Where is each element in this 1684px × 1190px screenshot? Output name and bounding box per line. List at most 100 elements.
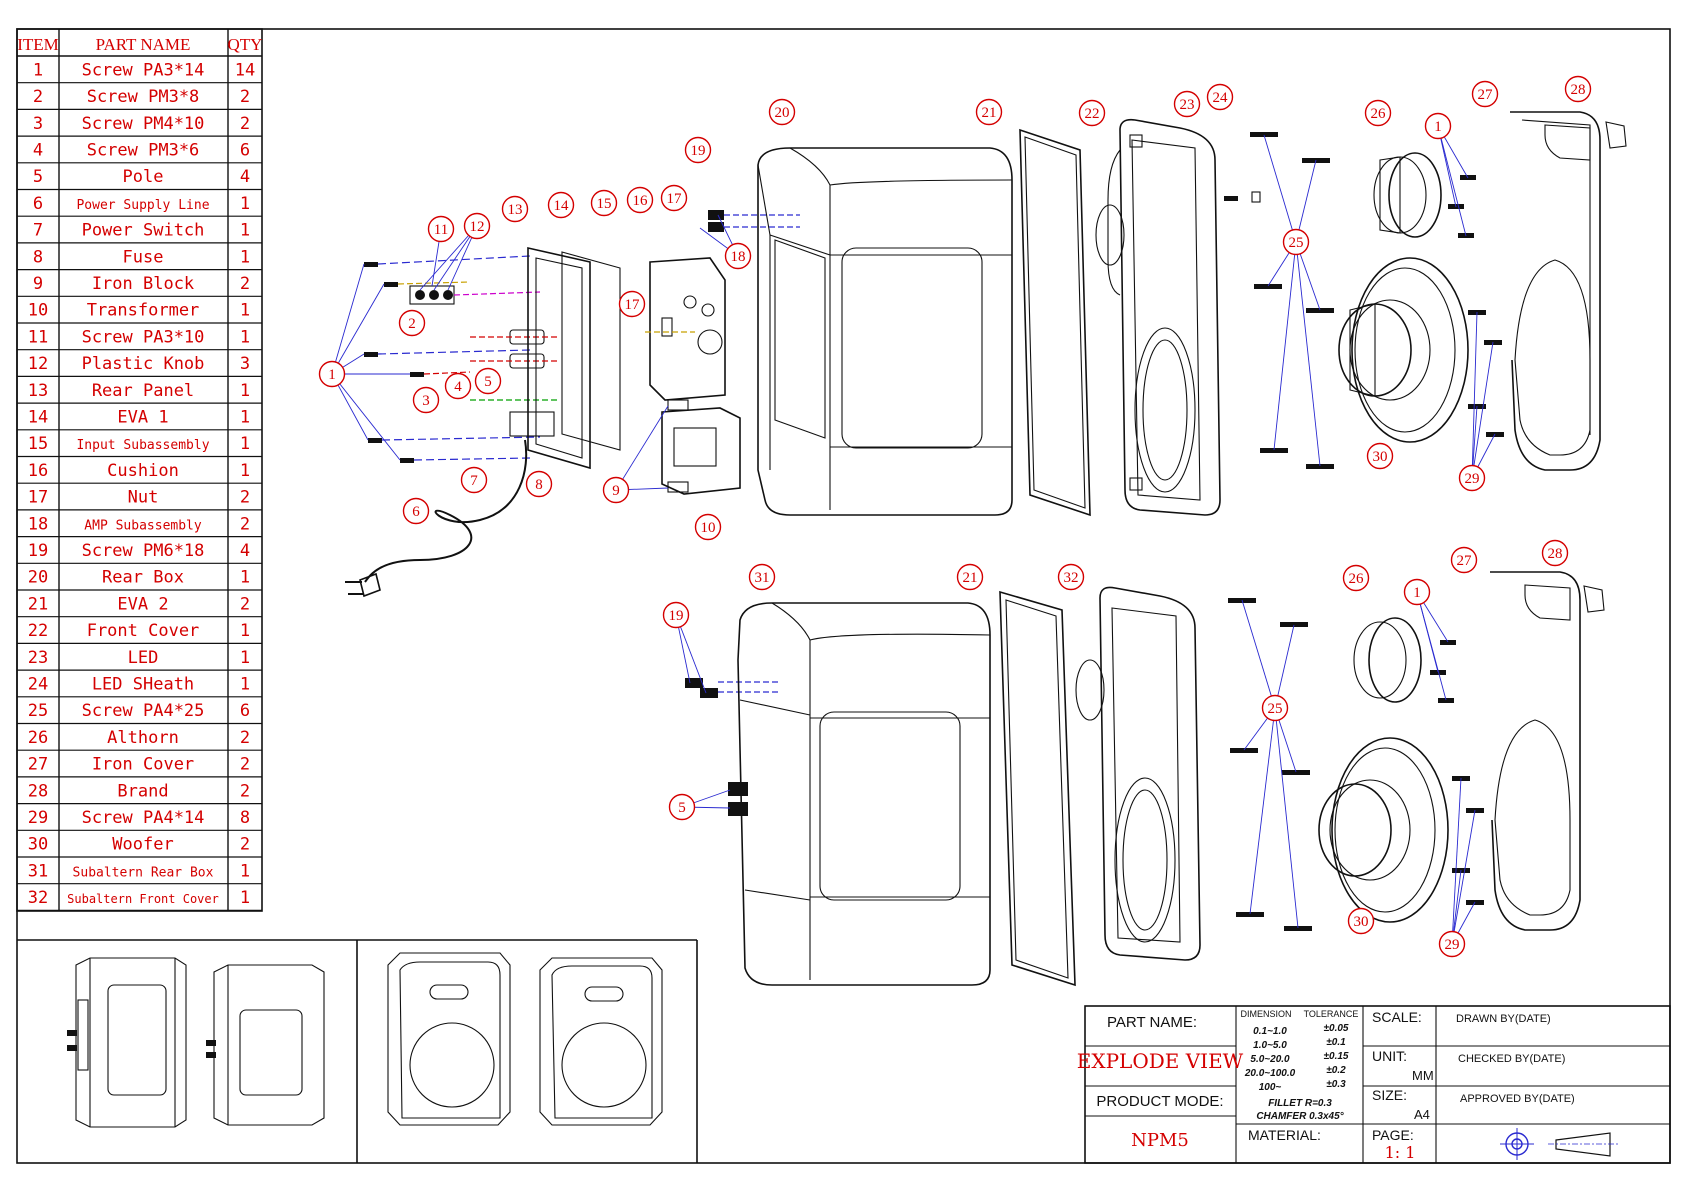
bom-qty: 1: [240, 221, 250, 241]
upper-callout-16: 16: [626, 186, 654, 214]
bom-part-name: Subaltern Rear Box: [73, 865, 214, 880]
callout-number: 20: [775, 105, 790, 121]
callout-number: 26: [1371, 106, 1387, 122]
page-label: PAGE:: [1372, 1127, 1414, 1143]
upper-callout-10: 10: [694, 513, 722, 541]
upper-callout-8: 8: [525, 470, 553, 498]
bom-item-number: 19: [28, 541, 48, 561]
callout-number: 26: [1349, 571, 1365, 587]
leader-line: [331, 263, 365, 375]
bom-qty: 14: [235, 60, 255, 80]
leader-line: [1295, 159, 1317, 243]
bom-qty: 2: [240, 594, 250, 614]
bom-qty: 1: [240, 407, 250, 427]
upper-callout-28: 28: [1564, 75, 1592, 103]
upper-callout-18: 18: [724, 242, 752, 270]
callout-number: 25: [1268, 701, 1283, 717]
iron-cover: [1510, 111, 1601, 471]
fillet-note: FILLET R=0.3: [1268, 1098, 1332, 1109]
bom-qty: 1: [240, 381, 250, 401]
screw-group-25-lower: [1228, 598, 1312, 931]
bom-part-name: Subaltern Front Cover: [67, 892, 219, 906]
upper-callout-11: 11: [427, 215, 455, 243]
bom-part-name: Rear Panel: [92, 381, 194, 401]
bom-qty: 1: [240, 247, 250, 267]
callout-number: 19: [691, 143, 706, 159]
part-name-label: PART NAME:: [1107, 1014, 1197, 1031]
bom-qty: 1: [240, 888, 250, 908]
bom-part-name: Brand: [117, 781, 168, 801]
preview-panels: [17, 939, 698, 1163]
callout-number: 9: [612, 483, 620, 499]
callout-number: 12: [470, 219, 485, 235]
bom-qty: 1: [240, 461, 250, 481]
upper-callout-15: 15: [590, 189, 618, 217]
leader-line: [1471, 311, 1478, 479]
callout-number: 15: [597, 196, 612, 212]
bom-item-number: 8: [33, 247, 43, 267]
tweeter-althorn: [1373, 152, 1442, 238]
lower-callout-27: 27: [1450, 546, 1478, 574]
rear-box: [708, 147, 1013, 516]
leader-line: [675, 614, 707, 694]
bom-part-name: Cushion: [107, 461, 179, 481]
bom-qty: 1: [240, 648, 250, 668]
unit-label: UNIT:: [1372, 1048, 1407, 1064]
bom-item-number: 6: [33, 194, 43, 214]
upper-callout-26: 26: [1364, 99, 1392, 127]
leader-line: [1273, 241, 1297, 451]
bom-qty: 2: [240, 114, 250, 134]
callout-number: 21: [963, 570, 978, 586]
callout-number: 31: [755, 570, 770, 586]
tolerance-value: ±0.05: [1324, 1023, 1349, 1034]
front-cover: [1095, 118, 1221, 516]
bom-item-number: 17: [28, 488, 48, 508]
bom-item-number: 10: [28, 301, 48, 321]
upper-callout-13: 13: [501, 195, 529, 223]
upper-callout-6: 6: [402, 497, 430, 525]
lower-callout-21: 21: [956, 563, 984, 591]
upper-callout-5: 5: [474, 367, 502, 395]
led-sheath: [1251, 191, 1261, 203]
lower-callout-31: 31: [748, 563, 776, 591]
leader-line: [1263, 134, 1297, 243]
upper-callout-9: 9: [602, 476, 630, 504]
bom-qty: 2: [240, 835, 250, 855]
leader-line: [1471, 341, 1494, 479]
bom-qty: 1: [240, 434, 250, 454]
bom-qty: 6: [240, 701, 250, 721]
bom-part-name: Iron Block: [92, 274, 194, 294]
leader-line: [1249, 707, 1276, 915]
bom-item-number: 32: [28, 888, 48, 908]
upper-callout-23: 23: [1173, 90, 1201, 118]
callout-number: 4: [454, 379, 462, 395]
screw-group-25-upper: [1250, 132, 1334, 469]
leader-line: [615, 405, 669, 491]
tweeter-althorn-lower: [1353, 617, 1422, 703]
callout-number: 30: [1354, 914, 1369, 930]
bom-item-number: 11: [28, 327, 48, 347]
callout-number: 8: [535, 477, 543, 493]
size-label: SIZE:: [1372, 1087, 1407, 1103]
bom-part-name: AMP Subassembly: [84, 518, 202, 533]
bom-item-number: 27: [28, 755, 48, 775]
callout-number: 25: [1289, 235, 1304, 251]
upper-callout-17: 17: [618, 290, 646, 318]
upper-callout-27: 27: [1471, 80, 1499, 108]
bom-item-number: 12: [28, 354, 48, 374]
bom-item-number: 20: [28, 568, 48, 588]
bom-part-name: EVA 1: [117, 407, 168, 427]
callout-number: 6: [412, 504, 420, 520]
projection-symbol-icon: [1500, 1128, 1618, 1160]
callout-number: 10: [701, 520, 716, 536]
bom-item-number: 21: [28, 594, 48, 614]
bom-item-number: 7: [33, 221, 43, 241]
